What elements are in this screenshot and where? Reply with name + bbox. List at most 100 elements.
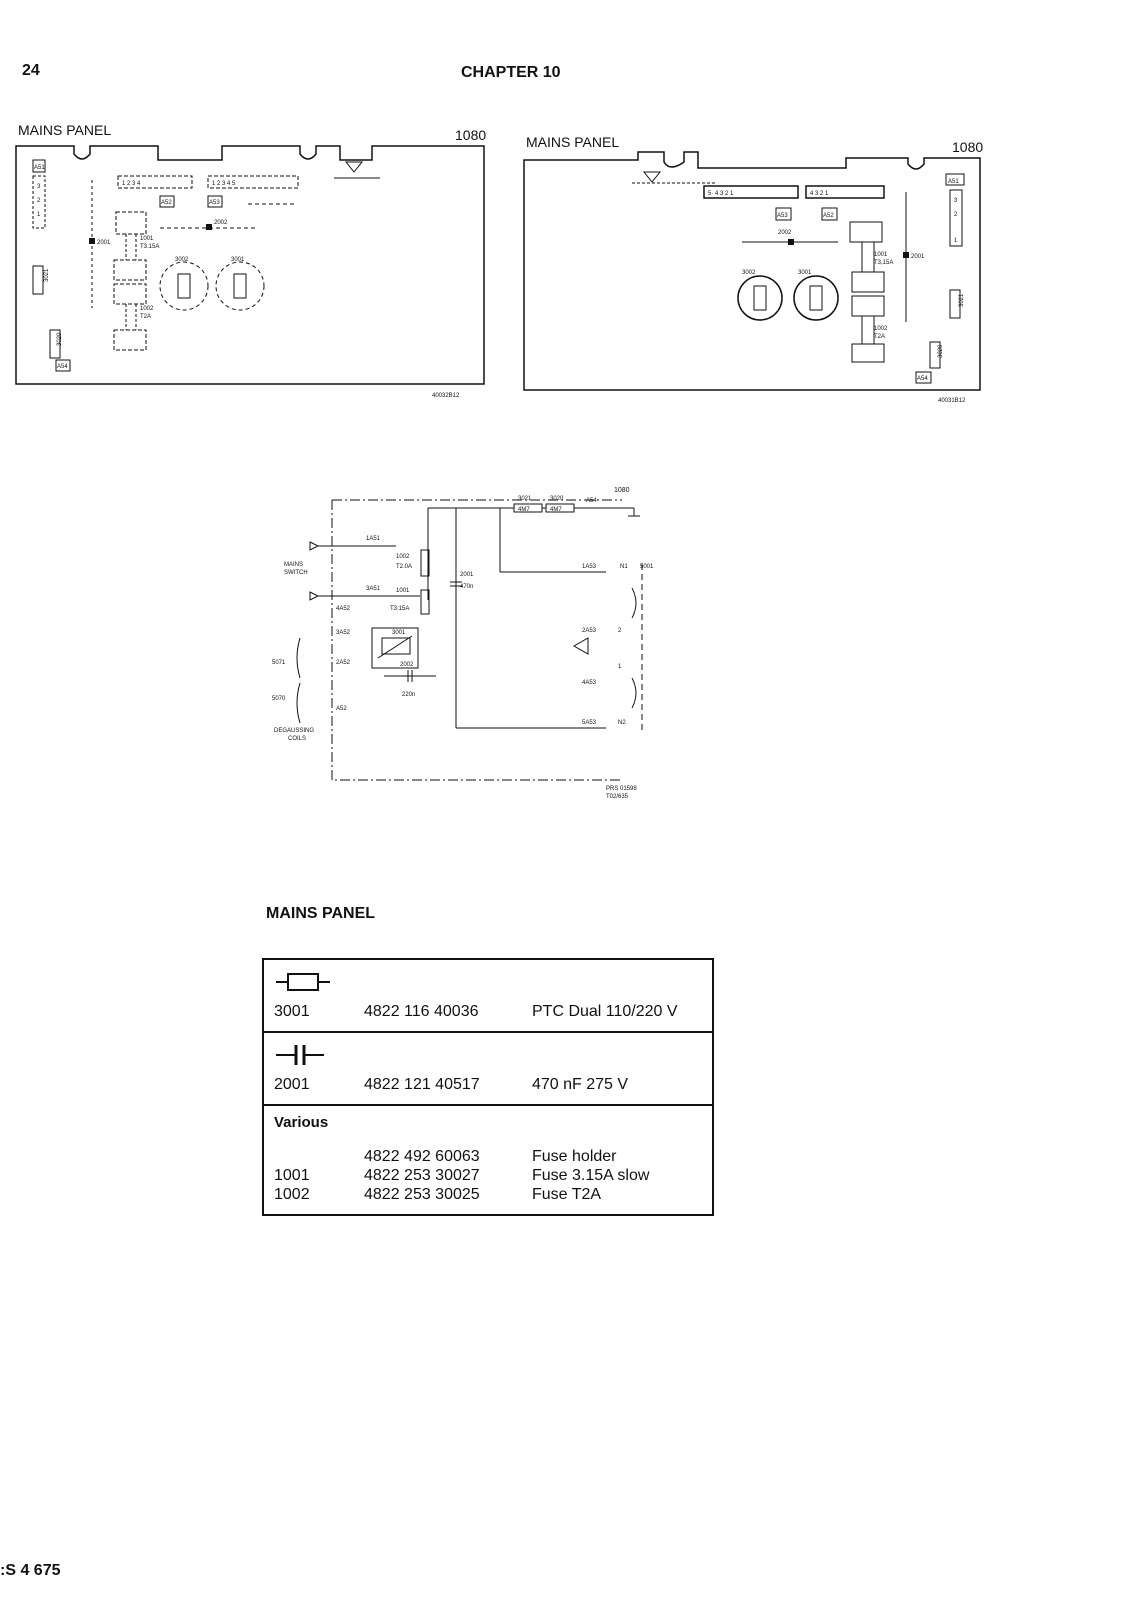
svg-text:3020: 3020 bbox=[57, 332, 63, 346]
parts-row: 1001 4822 253 30027 Fuse 3.15A slow bbox=[274, 1166, 702, 1185]
left-board-layout: MAINS PANEL 1080 A51 3 2 1 1 2 3 4 1 2 3 4… bbox=[15, 122, 486, 399]
parts-section-various: Various 4822 492 60063 Fuse holder 1001 … bbox=[264, 1106, 712, 1214]
part-description: PTC Dual 110/220 V bbox=[532, 1003, 678, 1020]
svg-text:3020: 3020 bbox=[938, 344, 944, 358]
svg-text:1: 1 bbox=[37, 212, 41, 218]
svg-text:3001: 3001 bbox=[798, 270, 812, 276]
parts-row: 4822 492 60063 Fuse holder bbox=[274, 1147, 702, 1166]
svg-text:DEGAUSSING: DEGAUSSING bbox=[274, 728, 314, 734]
part-description: Fuse holder bbox=[532, 1148, 617, 1165]
part-code: 4822 116 40036 bbox=[364, 1003, 479, 1020]
svg-text:4M7: 4M7 bbox=[518, 507, 530, 513]
svg-text:1 2 3 4: 1 2 3 4 bbox=[122, 181, 141, 187]
schematic-code-1: PRS 01598 bbox=[606, 786, 637, 792]
parts-list-title: MAINS PANEL bbox=[266, 905, 376, 922]
svg-text:3002: 3002 bbox=[742, 270, 756, 276]
svg-text:A54: A54 bbox=[57, 364, 68, 370]
svg-text:3021: 3021 bbox=[44, 268, 50, 282]
part-code: 4822 253 30027 bbox=[364, 1167, 480, 1184]
svg-text:3: 3 bbox=[37, 184, 41, 190]
resistor-icon bbox=[274, 968, 702, 1002]
part-description: Fuse T2A bbox=[532, 1186, 602, 1203]
left-layout-board-number: 1080 bbox=[455, 127, 486, 143]
parts-section-resistor: 3001 4822 116 40036 PTC Dual 110/220 V bbox=[264, 960, 712, 1033]
svg-text:1002: 1002 bbox=[140, 306, 154, 312]
svg-text:1: 1 bbox=[954, 238, 958, 244]
svg-text:A52: A52 bbox=[336, 706, 347, 712]
svg-text:2002: 2002 bbox=[214, 220, 228, 226]
schematic-board-number: 1080 bbox=[614, 487, 630, 494]
left-layout-title: MAINS PANEL bbox=[18, 122, 111, 138]
footer-code: :S 4 675 bbox=[0, 1562, 61, 1579]
svg-text:T2A: T2A bbox=[874, 334, 885, 340]
part-code: 4822 121 40517 bbox=[364, 1076, 480, 1093]
svg-text:1001: 1001 bbox=[140, 236, 154, 242]
part-description: 470 nF 275 V bbox=[532, 1076, 629, 1093]
parts-row: 1002 4822 253 30025 Fuse T2A bbox=[274, 1185, 702, 1204]
right-board-layout: MAINS PANEL 1080 5· 4 3 2 1 4 3 2 1 A53 … bbox=[523, 134, 983, 404]
svg-text:1: 1 bbox=[618, 664, 622, 670]
part-code: 4822 253 30025 bbox=[364, 1186, 480, 1203]
svg-text:2: 2 bbox=[37, 198, 41, 204]
svg-text:A51: A51 bbox=[948, 179, 959, 185]
svg-text:N2: N2 bbox=[618, 720, 626, 726]
svg-text:A53: A53 bbox=[777, 213, 788, 219]
svg-text:1002: 1002 bbox=[874, 326, 888, 332]
svg-text:N1: N1 bbox=[620, 564, 628, 570]
svg-text:T2.0A: T2.0A bbox=[396, 564, 412, 570]
chapter-heading: CHAPTER 10 bbox=[461, 64, 561, 81]
parts-list-table: 3001 4822 116 40036 PTC Dual 110/220 V 2… bbox=[262, 958, 714, 1216]
svg-text:470n: 470n bbox=[460, 584, 473, 590]
svg-text:1001: 1001 bbox=[874, 252, 888, 258]
svg-text:2: 2 bbox=[618, 628, 622, 634]
part-position: 1001 bbox=[274, 1167, 310, 1184]
part-code: 4822 492 60063 bbox=[364, 1148, 480, 1165]
svg-text:2002: 2002 bbox=[778, 230, 792, 236]
right-layout-board-number: 1080 bbox=[952, 139, 983, 155]
svg-text:3A51: 3A51 bbox=[366, 586, 381, 592]
svg-text:5071: 5071 bbox=[272, 660, 286, 666]
svg-text:1001: 1001 bbox=[396, 588, 410, 594]
svg-text:T2A: T2A bbox=[140, 314, 151, 320]
svg-text:A51: A51 bbox=[34, 165, 45, 171]
capacitor-icon bbox=[274, 1041, 702, 1075]
svg-text:3A52: 3A52 bbox=[336, 630, 351, 636]
svg-text:3002: 3002 bbox=[175, 257, 189, 263]
svg-text:3020: 3020 bbox=[550, 496, 564, 502]
svg-text:A52: A52 bbox=[823, 213, 834, 219]
svg-text:4 3 2 1: 4 3 2 1 bbox=[810, 191, 829, 197]
svg-text:3021: 3021 bbox=[518, 496, 532, 502]
svg-text:5· 4 3 2 1: 5· 4 3 2 1 bbox=[708, 191, 734, 197]
page-number: 24 bbox=[22, 62, 40, 79]
parts-section-capacitor: 2001 4822 121 40517 470 nF 275 V bbox=[264, 1033, 712, 1106]
svg-text:A54: A54 bbox=[917, 376, 928, 382]
svg-text:5A53: 5A53 bbox=[582, 720, 597, 726]
svg-text:1002: 1002 bbox=[396, 554, 410, 560]
svg-text:2001: 2001 bbox=[460, 572, 474, 578]
svg-text:1A53: 1A53 bbox=[582, 564, 597, 570]
svg-text:1 2 3 4 5: 1 2 3 4 5 bbox=[212, 181, 236, 187]
svg-text:2001: 2001 bbox=[911, 254, 925, 260]
svg-text:4A53: 4A53 bbox=[582, 680, 597, 686]
svg-text:3001: 3001 bbox=[231, 257, 245, 263]
svg-text:3: 3 bbox=[954, 198, 958, 204]
svg-text:3021: 3021 bbox=[959, 293, 965, 307]
svg-text:T3,15A: T3,15A bbox=[874, 260, 893, 266]
svg-text:2A53: 2A53 bbox=[582, 628, 597, 634]
svg-text:A54: A54 bbox=[586, 498, 597, 504]
left-layout-code: 40032B12 bbox=[432, 393, 460, 399]
svg-text:2002: 2002 bbox=[400, 662, 414, 668]
svg-text:SWITCH: SWITCH bbox=[284, 570, 308, 576]
right-layout-title: MAINS PANEL bbox=[526, 134, 619, 150]
svg-text:1A51: 1A51 bbox=[366, 536, 381, 542]
svg-text:2A52: 2A52 bbox=[336, 660, 351, 666]
parts-row: 2001 4822 121 40517 470 nF 275 V bbox=[274, 1075, 702, 1094]
svg-text:A53: A53 bbox=[209, 200, 220, 206]
various-heading: Various bbox=[274, 1114, 329, 1131]
part-position: 1002 bbox=[274, 1186, 310, 1203]
part-position: 2001 bbox=[274, 1076, 310, 1093]
svg-text:2001: 2001 bbox=[97, 240, 111, 246]
svg-text:4M7: 4M7 bbox=[550, 507, 562, 513]
parts-row: 3001 4822 116 40036 PTC Dual 110/220 V bbox=[274, 1002, 702, 1021]
